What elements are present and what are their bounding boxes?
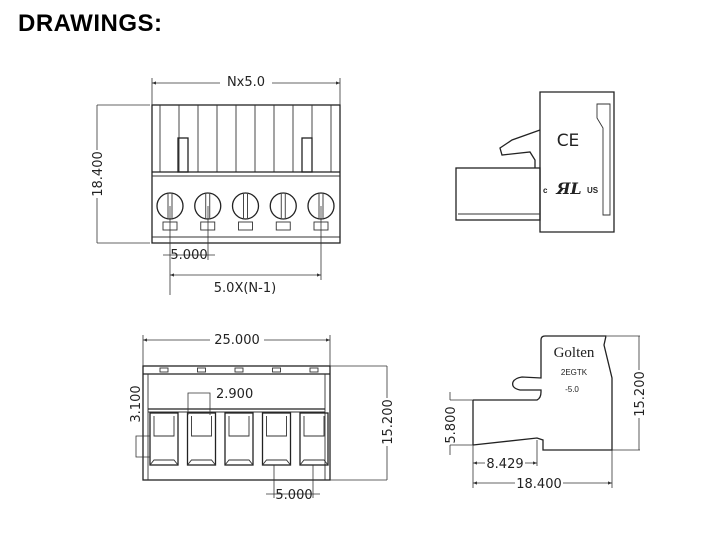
test-port (238, 221, 253, 231)
height-dimension: 15.200 (633, 371, 648, 417)
opening-bevel (149, 416, 179, 466)
height-dimension: 15.200 (381, 399, 396, 445)
model-label: 2EGTK (561, 368, 588, 377)
wire-opening (224, 412, 254, 466)
opening-bevel (224, 416, 254, 466)
offset-dimension: 8.429 (486, 457, 523, 472)
opening-bevel (187, 416, 216, 466)
width-dimension: Nx5.0 (227, 75, 265, 90)
opening-bevel (299, 416, 329, 466)
opening-width-dimension: 2.900 (216, 387, 253, 402)
step-dimension: 5.800 (444, 406, 459, 443)
wire-opening (299, 412, 329, 466)
opening-bevel (262, 416, 291, 466)
span-dimension: 5.0X(N-1) (214, 281, 276, 296)
depth-dimension: 18.400 (516, 477, 562, 492)
side-view: CE c ЯL US (455, 91, 615, 233)
screw-icon (231, 192, 260, 220)
width-dimension: 25.000 (214, 333, 260, 348)
us-mark: US (587, 186, 599, 195)
profile-view: Golten 2EGTK -5.0 5.800 8.429 18.400 15.… (444, 335, 648, 492)
top-notch (309, 367, 319, 373)
brand-label: Golten (554, 345, 595, 361)
wire-opening (186, 412, 217, 466)
drawings-title: DRAWINGS: (18, 10, 163, 37)
front-view: Nx5.0 18.400 5.000 5.0X(N-1) (90, 74, 341, 296)
c-mark: c (543, 186, 548, 195)
pitch-dimension: 5.000 (275, 488, 312, 503)
top-notch (159, 367, 169, 373)
bottom-view: 25.000 2.900 3.100 15.200 5.000 (129, 332, 396, 503)
pitch-label: -5.0 (565, 385, 579, 394)
top-notch (197, 367, 206, 373)
pitch-dimension: 5.000 (170, 248, 207, 263)
ul-logo-icon: ЯL (555, 179, 581, 198)
ce-mark: CE (557, 131, 580, 151)
top-notch (272, 367, 281, 373)
latch-tab (177, 137, 189, 173)
height-dimension: 18.400 (91, 151, 106, 197)
wire-opening (261, 412, 292, 466)
latch-tab (301, 137, 313, 173)
screw-icon (269, 192, 297, 220)
test-port (275, 221, 291, 231)
top-notch (234, 367, 244, 373)
wire-opening (149, 412, 179, 466)
opening-offset-dimension: 3.100 (129, 385, 144, 422)
